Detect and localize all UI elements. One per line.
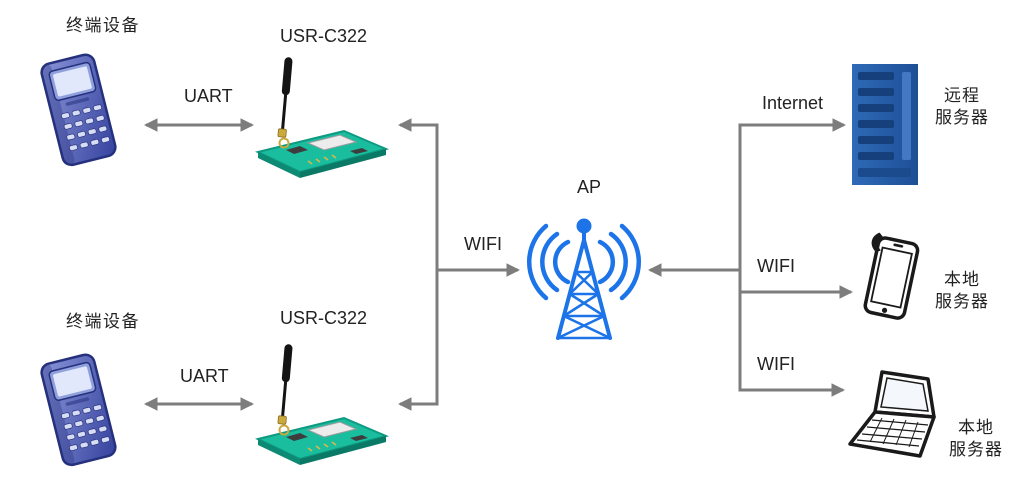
module-label-top: USR-C322 xyxy=(280,26,368,46)
handheld-terminal-icon-bottom xyxy=(28,352,128,472)
uart-label-bottom: UART xyxy=(180,366,229,386)
ap-label: AP xyxy=(577,177,602,197)
local-server-bottom-label-line2: 服务器 xyxy=(949,440,1003,459)
wifi-module-icon-bottom xyxy=(252,342,392,465)
local-server-mid-label-line1: 本地 xyxy=(944,270,980,289)
tablet-icon xyxy=(856,230,926,330)
laptop-icon xyxy=(848,370,948,465)
remote-server-label-line2: 服务器 xyxy=(935,108,989,127)
local-server-mid-label-line2: 服务器 xyxy=(935,292,989,311)
module-label-bottom: USR-C322 xyxy=(280,308,368,328)
internet-label: Internet xyxy=(762,93,824,113)
antenna-tower-icon xyxy=(524,206,644,346)
uart-label-top: UART xyxy=(184,86,233,106)
wifi-label-left: WIFI xyxy=(464,234,502,254)
local-server-bottom-label: 本地 服务器 xyxy=(940,417,1012,461)
remote-server-label-line1: 远程 xyxy=(944,86,980,105)
local-server-mid-label: 本地 服务器 xyxy=(926,269,998,313)
server-icon xyxy=(850,62,920,187)
local-server-bottom-label-line1: 本地 xyxy=(958,418,994,437)
terminal-label-top: 终端设备 xyxy=(66,16,140,35)
handheld-terminal-icon-top xyxy=(28,52,128,172)
terminal-label-bottom: 终端设备 xyxy=(66,312,140,331)
wifi-label-mid: WIFI xyxy=(757,256,795,276)
remote-server-label: 远程 服务器 xyxy=(926,85,998,129)
wifi-label-bottom: WIFI xyxy=(757,354,795,374)
wifi-module-icon-top xyxy=(252,55,392,178)
